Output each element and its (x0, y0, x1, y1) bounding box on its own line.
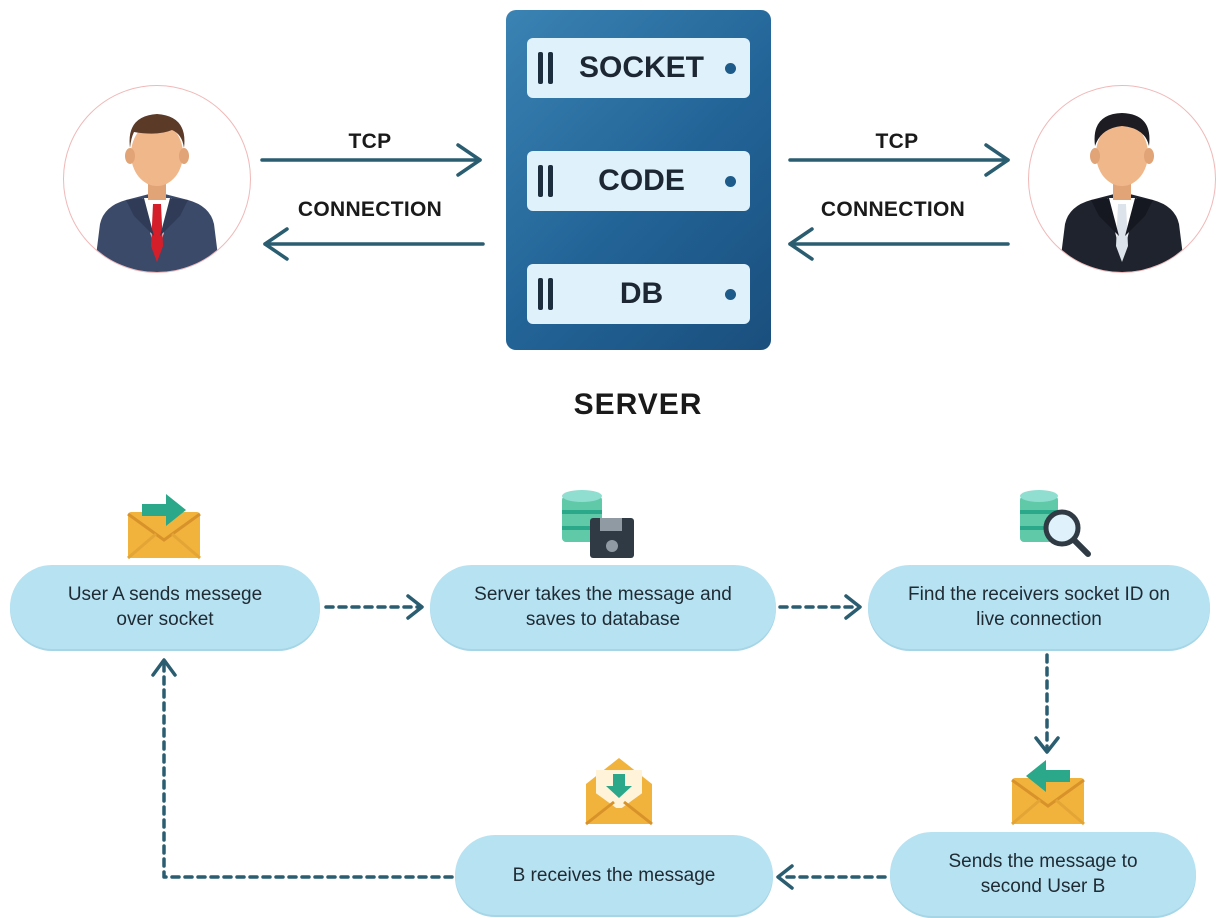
arrow-server-to-b (788, 143, 1010, 177)
flow-step-text: Sends the message to second User B (948, 851, 1138, 897)
flow-step-text: Find the receivers socket ID on live con… (908, 584, 1170, 630)
flow-arrow-3-4 (1034, 653, 1060, 754)
flow-arrow-4-5 (776, 864, 887, 890)
user-a-avatar (63, 85, 251, 273)
arrow-server-to-a (263, 227, 485, 261)
user-b-avatar (1028, 85, 1216, 273)
right-tcp-label: TCP (875, 130, 919, 153)
flow-arrow-5-1 (151, 658, 454, 879)
left-connection-label: CONNECTION (297, 198, 443, 221)
flow-step-user-a-sends: User A sends messege over socket (10, 565, 320, 649)
flow-step-find-socket: Find the receivers socket ID on live con… (868, 565, 1210, 649)
left-tcp-label: TCP (348, 130, 392, 153)
flow-step-sends-to-b: Sends the message to second User B (890, 832, 1196, 916)
slot-led-icon (725, 176, 736, 187)
user-avatar-white-tie-icon (1059, 113, 1185, 272)
slot-label: SOCKET (578, 51, 704, 84)
arrow-a-to-server (260, 143, 482, 177)
envelope-download-icon (585, 758, 653, 826)
slot-bars-icon (538, 52, 556, 84)
server-slot-db: DB (527, 264, 750, 324)
arrow-b-to-server (788, 227, 1010, 261)
slot-led-icon (725, 63, 736, 74)
right-connection-label: CONNECTION (820, 198, 966, 221)
envelope-receive-icon (1011, 760, 1085, 826)
server-rack: SOCKET CODE DB (506, 10, 771, 350)
flow-step-b-receives: B receives the message (455, 835, 773, 915)
slot-bars-icon (538, 278, 556, 310)
database-save-icon (562, 490, 634, 558)
flow-step-text: B receives the message (512, 864, 716, 886)
server-slot-socket: SOCKET (527, 38, 750, 98)
slot-label: CODE (598, 164, 685, 197)
envelope-send-icon (127, 494, 201, 560)
slot-led-icon (725, 289, 736, 300)
slot-label: DB (619, 277, 664, 310)
slot-bars-icon (538, 165, 556, 197)
database-search-icon (1020, 490, 1091, 557)
flow-step-server-saves: Server takes the message and saves to da… (430, 565, 776, 649)
flow-arrow-1-2 (324, 594, 424, 620)
flow-step-text: User A sends messege over socket (67, 584, 263, 630)
flow-arrow-2-3 (778, 594, 862, 620)
user-avatar-red-tie-icon (94, 114, 220, 272)
server-slot-code: CODE (527, 151, 750, 211)
server-title: SERVER (573, 388, 703, 421)
flow-step-text: Server takes the message and saves to da… (474, 584, 732, 630)
